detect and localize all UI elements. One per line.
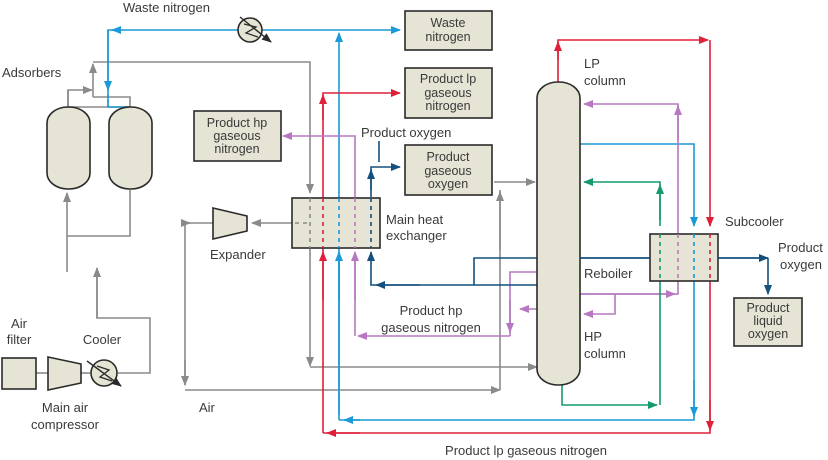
product-hp-gaseous-nitrogen-box: Product hp gaseous nitrogen [193,110,282,162]
lp-nitrogen-lines [319,36,714,437]
adsorber-left [46,106,91,190]
waste-nitrogen-heater-icon [237,16,272,43]
product-lp-gn-box-line-3: nitrogen [425,99,470,113]
label-subcooler: Subcooler [725,214,784,229]
label-lp-column-2: column [584,73,626,88]
label-product-lp-gn-bottom: Product lp gaseous nitrogen [445,443,607,458]
label-hp-column-2: column [584,346,626,361]
waste-nitrogen-box: Waste nitrogen [404,10,493,51]
air-flow-lines [36,61,538,394]
label-hp-column-1: HP [584,329,602,344]
label-cooler: Cooler [83,332,122,347]
product-lp-gn-box-line-2: gaseous [424,86,471,100]
product-lp-gn-box-line-1: Product lp [420,72,476,86]
expander-icon [212,206,248,241]
label-product-hp-gn-1: Product hp [400,303,463,318]
label-main-air-compressor-2: compressor [31,417,100,432]
product-hp-gn-box-line-1: Product hp [207,116,268,130]
distillation-column [536,81,581,386]
product-hp-gn-box-line-3: nitrogen [214,142,259,156]
label-product-oxygen-right-1: Product [778,240,823,255]
product-gox-box-line-2: gaseous [424,164,471,178]
product-lox-box-line-2: liquid [753,314,782,328]
liquid-lines [561,178,664,409]
label-reboiler: Reboiler [584,266,633,281]
label-main-air-compressor-1: Main air [42,400,89,415]
main-air-compressor-icon [47,356,82,391]
label-adsorbers: Adsorbers [2,65,62,80]
label-main-heat-exchanger-2: exchanger [386,228,447,243]
label-lp-column-1: LP [584,56,600,71]
product-lp-gaseous-nitrogen-box: Product lp gaseous nitrogen [404,67,493,119]
product-liquid-oxygen-box: Product liquid oxygen [733,297,803,347]
hp-nitrogen-lines [282,100,682,340]
subcooler [649,233,719,282]
label-main-heat-exchanger-1: Main heat [386,212,443,227]
air-filter [1,357,37,390]
label-air-filter-1: Air [11,316,28,331]
label-air: Air [199,400,216,415]
label-expander: Expander [210,247,266,262]
main-heat-exchanger [291,197,381,249]
product-gox-box-line-3: oxygen [428,177,468,191]
product-gaseous-oxygen-box: Product gaseous oxygen [404,144,493,196]
label-air-filter-2: filter [7,332,32,347]
waste-nitrogen-box-line-2: nitrogen [425,30,470,44]
product-lox-box-line-1: Product [746,301,790,315]
label-product-oxygen-top: Product oxygen [361,125,451,140]
waste-nitrogen-box-line-1: Waste [431,16,466,30]
label-product-hp-gn-2: gaseous nitrogen [381,320,481,335]
product-gox-box-line-1: Product [426,150,470,164]
product-lox-box-line-3: oxygen [748,327,788,341]
product-hp-gn-box-line-2: gaseous [213,129,260,143]
cooler-icon [86,359,122,387]
label-product-oxygen-right-2: oxygen [780,257,822,272]
label-waste-nitrogen: Waste nitrogen [123,0,210,15]
adsorber-right [108,106,153,190]
